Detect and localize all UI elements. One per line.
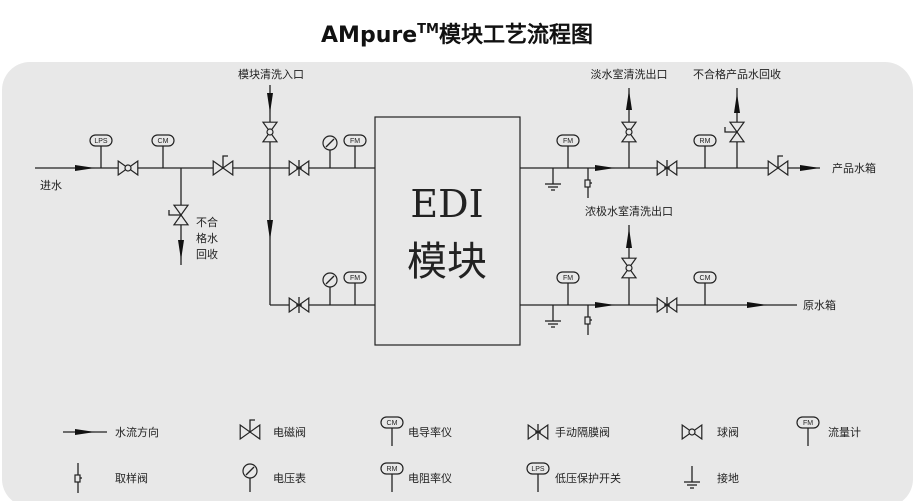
ball-valve-icon [261, 121, 279, 143]
cm-instrument-icon: CM [693, 271, 717, 305]
ball-valve-icon [620, 121, 638, 143]
legend-item-fm: FM 流量计 [796, 416, 861, 446]
lps-tag: LPS [531, 466, 545, 473]
ball-valve-icon [681, 423, 703, 441]
fm-instrument-icon: FM [556, 134, 580, 168]
sample-valve-icon [584, 168, 592, 198]
flow-arrow-icon [267, 220, 273, 240]
voltmeter-icon [242, 463, 258, 492]
reject-recovery-label-2: 格水 [196, 231, 218, 245]
legend-item-sample-valve: 取样阀 [74, 463, 148, 493]
legend-label: 流量计 [828, 425, 861, 439]
legend-label: 取样阀 [115, 471, 148, 485]
legend-item-lps: LPS 低压保护开关 [526, 462, 621, 492]
flow-arrow-icon [75, 429, 95, 435]
flow-arrow-icon [595, 165, 615, 171]
fm-instrument-icon: FM [343, 271, 367, 305]
module-label: 模块 [407, 239, 487, 285]
legend-label: 电压表 [273, 471, 306, 485]
product-tank-label: 产品水箱 [832, 161, 876, 175]
sample-valve-icon [584, 305, 592, 335]
ball-valve-icon [117, 159, 139, 177]
rm-instrument-icon: RM [693, 134, 717, 168]
fm-instrument-icon: FM [796, 416, 820, 446]
flow-arrow-icon [734, 93, 740, 113]
legend-item-ball-valve: 球阀 [681, 423, 739, 441]
flow-arrow-icon [626, 90, 632, 110]
edi-label: EDI [410, 182, 483, 226]
fm-tag: FM [563, 275, 573, 282]
fm-tag: FM [350, 275, 360, 282]
legend-item-solenoid-valve: 电磁阀 [239, 419, 306, 441]
lps-instrument-icon: LPS [89, 134, 113, 168]
diaphragm-valve-icon [656, 296, 678, 314]
raw-tank-label: 原水箱 [803, 298, 836, 312]
diagram-title: AMpureTM模块工艺流程图 [321, 22, 593, 48]
offspec-product-recovery-label: 不合格产品水回收 [693, 67, 781, 81]
inlet-label: 进水 [40, 179, 62, 192]
cm-tag: CM [700, 275, 711, 282]
diaphragm-valve-icon [288, 296, 310, 314]
legend-label: 电磁阀 [273, 425, 306, 439]
ground-icon [684, 466, 700, 489]
ground-icon [545, 305, 561, 328]
legend-label: 接地 [717, 472, 739, 485]
dilute-clean-outlet-label: 淡水室清洗出口 [591, 67, 668, 81]
fm-instrument-icon: FM [343, 134, 367, 168]
legend-item-cm: CM 电导率仪 [380, 416, 452, 446]
voltmeter-icon [322, 272, 338, 305]
legend-item-arrow: 水流方向 [63, 425, 159, 439]
diaphragm-valve-icon [656, 159, 678, 177]
solenoid-valve-icon [724, 121, 746, 143]
module-clean-inlet-label: 模块清洗入口 [238, 68, 304, 81]
legend-item-rm: RM 电阻率仪 [380, 462, 452, 492]
lps-tag: LPS [94, 138, 108, 145]
flow-arrow-icon [626, 228, 632, 248]
legend-item-voltmeter: 电压表 [242, 463, 306, 492]
solenoid-valve-icon [168, 204, 190, 226]
fm-tag: FM [563, 138, 573, 145]
legend-item-diaphragm-valve: 手动隔膜阀 [527, 423, 610, 441]
rm-instrument-icon: RM [380, 462, 404, 492]
flow-arrow-icon [75, 165, 95, 171]
sample-valve-icon [74, 463, 82, 493]
edi-module-box [374, 116, 521, 346]
voltmeter-icon [322, 135, 338, 168]
diaphragm-valve-icon [527, 423, 549, 441]
flow-arrow-icon [800, 165, 820, 171]
rm-tag: RM [700, 138, 711, 145]
flow-arrow-icon [747, 302, 767, 308]
solenoid-valve-icon [239, 419, 261, 441]
rm-tag: RM [387, 466, 398, 473]
legend-label: 球阀 [717, 425, 739, 439]
legend-label: 电阻率仪 [408, 471, 452, 485]
cm-tag: CM [158, 138, 169, 145]
legend-label: 低压保护开关 [555, 471, 621, 485]
legend-item-ground: 接地 [684, 466, 739, 489]
diaphragm-valve-icon [288, 159, 310, 177]
flow-arrow-icon [178, 240, 184, 260]
ball-valve-icon [620, 257, 638, 279]
symbols: LPS CM FM FM FM RM FM CM [75, 90, 820, 335]
legend-label: 手动隔膜阀 [555, 425, 610, 439]
reject-recovery-label-1: 不合 [196, 215, 218, 229]
solenoid-valve-icon [767, 155, 789, 177]
cm-instrument-icon: CM [151, 134, 175, 168]
cm-instrument-icon: CM [380, 416, 404, 446]
reject-recovery-label-3: 回收 [196, 247, 218, 261]
ground-icon [545, 168, 561, 191]
fm-tag: FM [803, 420, 813, 427]
conc-clean-outlet-label: 浓极水室清洗出口 [585, 204, 673, 218]
lps-instrument-icon: LPS [526, 462, 550, 492]
flow-arrow-icon [267, 93, 273, 113]
legend-label: 电导率仪 [408, 425, 452, 439]
fm-tag: FM [350, 138, 360, 145]
flow-arrow-icon [595, 302, 615, 308]
fm-instrument-icon: FM [556, 271, 580, 305]
legend-label: 水流方向 [115, 425, 159, 439]
cm-tag: CM [387, 420, 398, 427]
solenoid-valve-icon [212, 155, 234, 177]
